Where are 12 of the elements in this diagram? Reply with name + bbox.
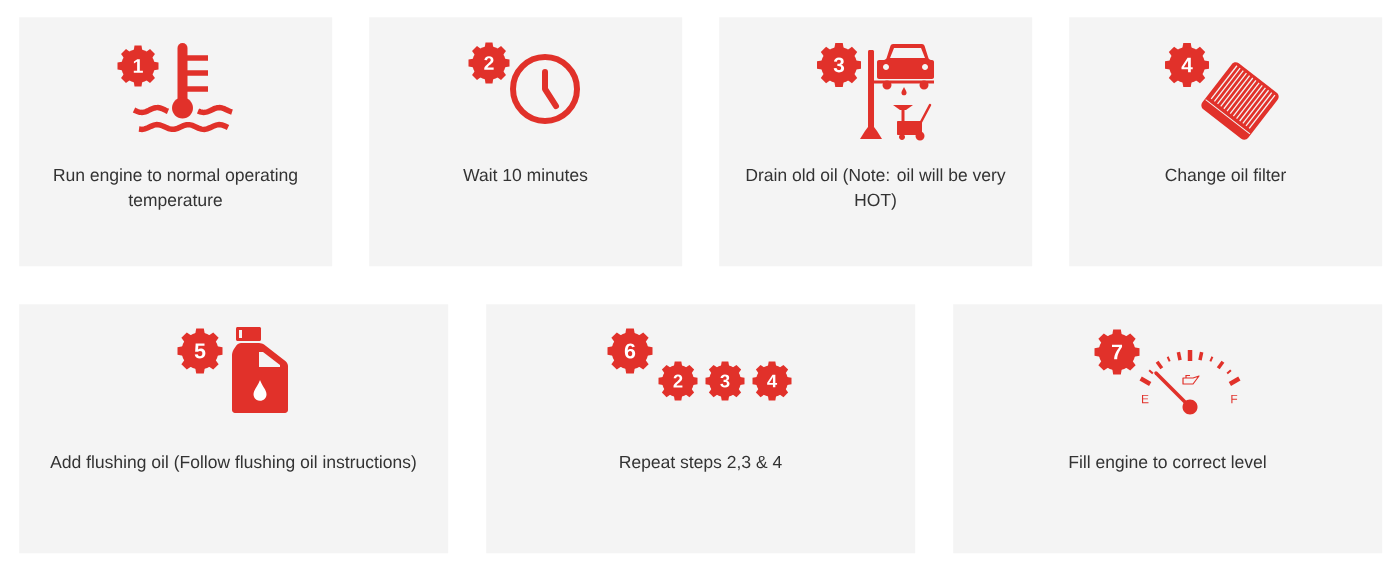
gear-badge: 7 bbox=[1094, 329, 1140, 375]
gear-badge: 5 bbox=[177, 328, 223, 374]
gear-badge: 6 bbox=[607, 328, 653, 374]
gear-badge: 3 bbox=[705, 361, 745, 401]
gear-badge: 4 bbox=[752, 361, 792, 401]
gauge-label: F bbox=[1231, 394, 1238, 404]
gear-badge: 2 bbox=[468, 42, 510, 84]
gear-badge: 2 bbox=[658, 361, 698, 401]
gear-badge: 3 bbox=[817, 43, 861, 87]
gauge-label: E bbox=[1142, 394, 1149, 404]
gear-badge: 4 bbox=[1165, 43, 1209, 87]
gear-badge: 1 bbox=[117, 45, 159, 87]
